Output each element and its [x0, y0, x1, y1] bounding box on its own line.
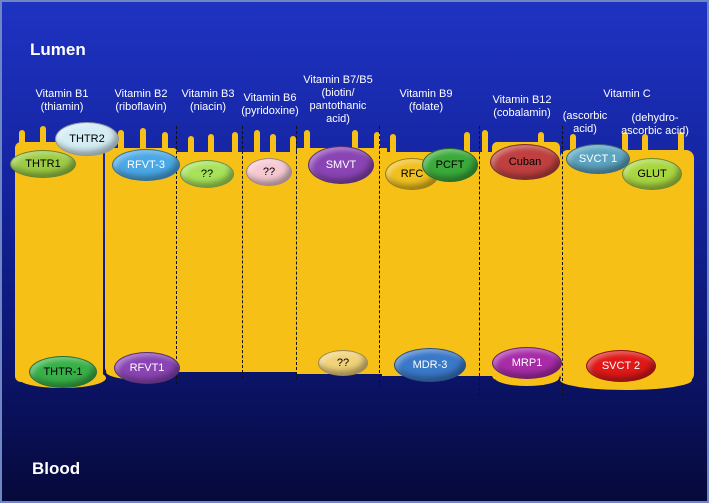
divider-b3-b6: [242, 126, 243, 378]
divider-b6-b7: [296, 126, 297, 380]
label-vitamin-b12: Vitamin B12(cobalamin): [492, 94, 552, 119]
b7-unknown-transporter: ??: [318, 350, 368, 376]
cell-b12: [492, 142, 560, 380]
b3-unknown-transporter: ??: [180, 160, 234, 188]
label-dehydroascorbic-acid: (dehydro-ascorbic acid): [621, 112, 689, 137]
divider-b12-c: [562, 126, 563, 396]
svct2-transporter: SVCT 2: [586, 350, 656, 382]
lumen-label: Lumen: [30, 40, 86, 59]
blood-label: Blood: [32, 459, 81, 478]
rfvt1-transporter: RFVT1: [114, 352, 180, 384]
label-vitamin-b2: Vitamin B2(riboflavin): [114, 88, 168, 113]
label-vitamin-c: Vitamin C: [603, 88, 651, 100]
cell-b7: [297, 148, 387, 374]
cell-b9: [382, 152, 494, 376]
cell-b2: [105, 148, 177, 372]
divider-b9-b12: [479, 126, 480, 396]
thtr-1-transporter: THTR-1: [29, 356, 97, 388]
label-vitamin-b6: Vitamin B6(pyridoxine): [241, 92, 299, 117]
pcft-transporter: PCFT: [422, 148, 478, 182]
divider-b7-b9: [379, 126, 380, 388]
label-vitamin-b9: Vitamin B9(folate): [399, 88, 453, 113]
label-vitamin-b1: Vitamin B1(thiamin): [35, 88, 89, 113]
cuban-transporter: Cuban: [490, 144, 560, 180]
divider-b2-b3: [176, 126, 177, 384]
svct1-transporter: SVCT 1: [566, 144, 630, 174]
glut-transporter: GLUT: [622, 158, 682, 190]
smvt-transporter: SMVT: [308, 146, 374, 184]
cell-b1: [15, 142, 103, 382]
label-vitamin-b3: Vitamin B3(niacin): [181, 88, 235, 113]
mrp1-transporter: MRP1: [492, 347, 562, 379]
mdr3-transporter: MDR-3: [394, 348, 466, 382]
b6-unknown-transporter: ??: [246, 158, 292, 186]
thtr1-transporter: THTR1: [10, 150, 76, 178]
thtr2-transporter: THTR2: [55, 122, 119, 156]
rfvt3-transporter: RFVT-3: [112, 149, 180, 181]
cell-c: [560, 150, 694, 382]
